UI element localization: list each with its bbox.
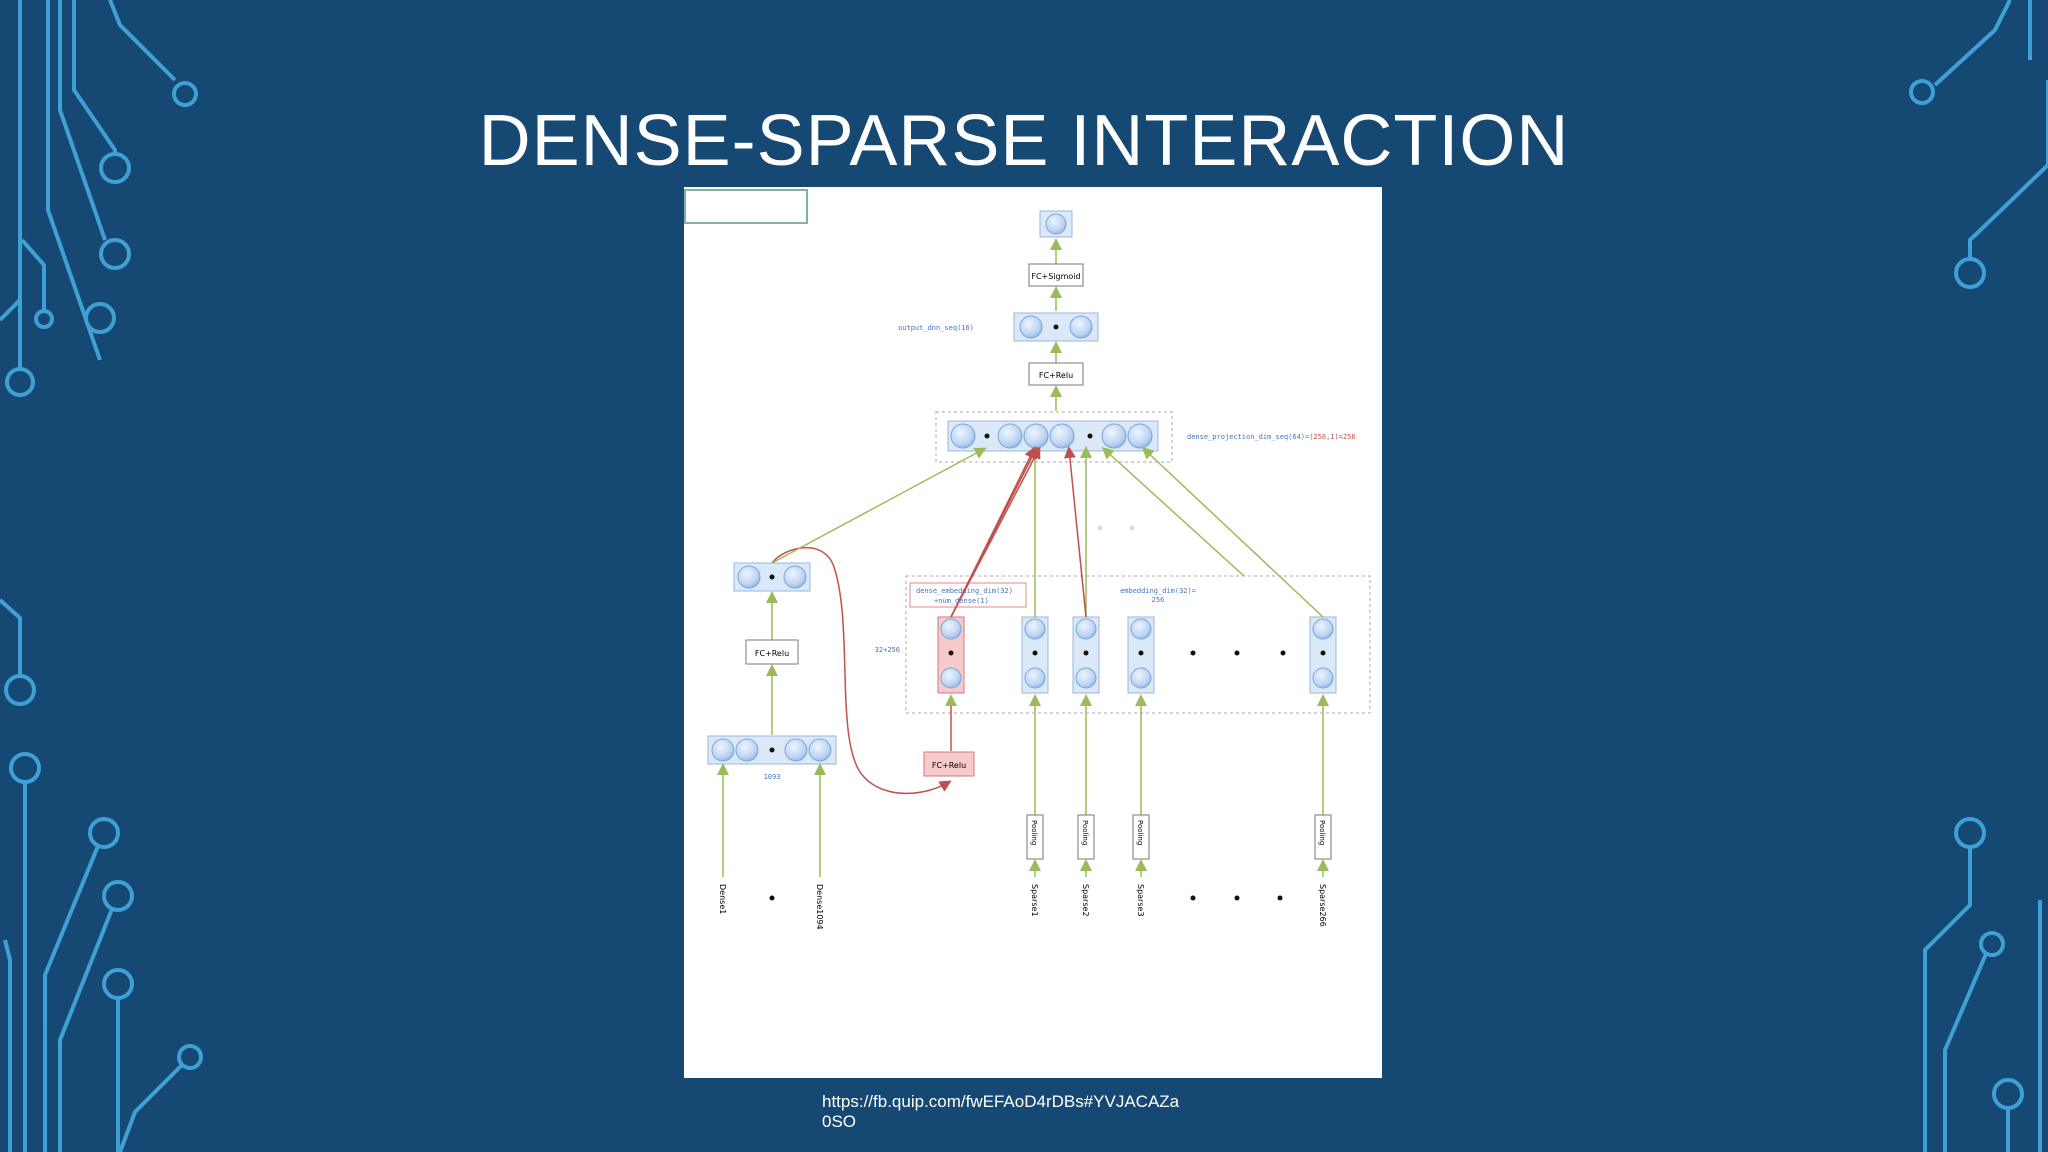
svg-text:Pooling: Pooling [1136,820,1144,845]
sparse-embedding-column-1 [1021,616,1049,694]
sparse-embedding-column-2 [1072,616,1100,694]
svg-text:Pooling: Pooling [1030,820,1038,845]
sparse-3-input: Sparse3 [1136,884,1145,917]
sparse-2-input: Sparse2 [1081,884,1090,917]
fc-relu-top-label: FC+Relu [1039,371,1073,380]
dense-projection-label: dense_projection_dim_seq(64)=(256,1)=256 [1187,433,1356,441]
architecture-diagram: FC+Sigmoid output_dnn_seq(16) FC+Relu de… [684,187,1382,1078]
embedding-label-1: embedding_dim(32)= [1120,587,1196,595]
svg-text:Pooling: Pooling [1081,820,1089,845]
empty-label-box [684,189,808,224]
dense-first-input: Dense1 [718,884,727,914]
dense-input-label: 1093 [764,773,781,781]
size-label: 32+256 [875,646,900,654]
embedding-label-2: 256 [1152,596,1165,604]
fc-relu-red-box [923,751,975,777]
svg-text:Pooling: Pooling [1318,820,1326,845]
dense-last-input: Dense1094 [815,884,824,930]
fc-relu-left-box [745,639,799,665]
fc-relu-red-label: FC+Relu [932,761,966,770]
pooling-sparse-2: Pooling Sparse2 [1077,694,1095,917]
sparse-embedding-column-3 [1127,616,1155,694]
dense-projection-group [935,411,1173,463]
sparse-last-input: Sparse266 [1318,884,1327,927]
output-dnn-label: output_dnn_seq(16) [898,324,974,332]
dense-embedding-label-2: +num_dense(1) [934,597,989,605]
diagram-canvas: FC+Sigmoid output_dnn_seq(16) FC+Relu de… [684,189,1371,930]
slide-title: DENSE-SPARSE INTERACTION [478,101,1570,181]
pooling-sparse-3: Pooling Sparse3 [1132,694,1150,917]
pooling-sparse-1: Pooling Sparse1 [1026,694,1044,917]
fc-relu-left-label: FC+Relu [755,649,789,658]
sparse-1-input: Sparse1 [1030,884,1039,917]
pooling-sparse-last: Pooling Sparse266 [1314,694,1332,927]
source-link[interactable]: https://fb.quip.com/fwEFAoD4rDBs#YVJACAZ… [822,1092,1180,1131]
fc-sigmoid-label: FC+Sigmoid [1031,272,1080,281]
output-node-circle [1045,213,1067,235]
dense-embedding-label-box [909,582,1027,608]
sparse-embedding-column-last [1309,616,1337,694]
